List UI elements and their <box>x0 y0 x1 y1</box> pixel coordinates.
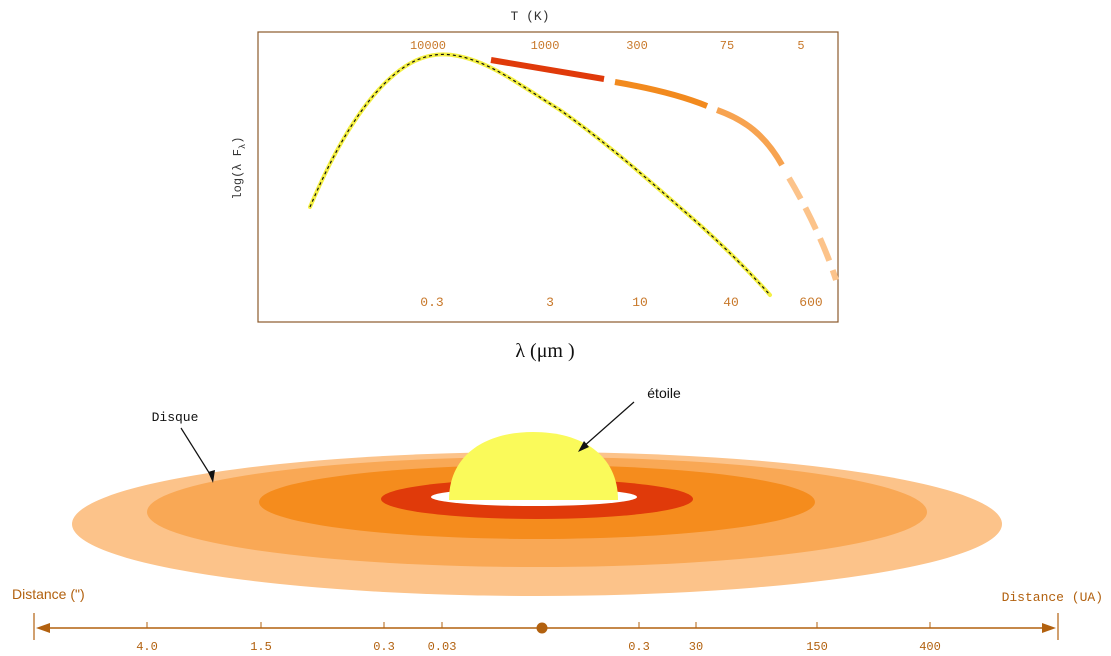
sed-segment-outer-disk <box>715 107 785 167</box>
tick-label-left-1.5: 1.5 <box>250 640 272 654</box>
bottom-tick-40: 40 <box>723 295 739 310</box>
sed-segment-far-disk <box>786 176 839 281</box>
plot-frame <box>257 31 839 323</box>
top-tick-5: 5 <box>797 39 804 53</box>
tick-label-right-150: 150 <box>806 640 828 654</box>
tick-label-right-400: 400 <box>919 640 941 654</box>
stellar-blackbody-curve-dash <box>309 53 771 296</box>
top-tick-10000: 10000 <box>410 39 446 53</box>
disk-diagram: Disque étoile <box>72 385 1002 596</box>
sed-plot: T (K) 10000 1000 300 75 5 0.3 3 10 40 60… <box>231 9 839 362</box>
distance-axis: Distance (") Distance (UA) 4.0 1.5 0.3 0… <box>12 586 1103 654</box>
distance-right-title: Distance (UA) <box>1002 590 1103 605</box>
tick-label-left-4.0: 4.0 <box>136 640 158 654</box>
y-axis-label: log(λ Fλ) <box>231 136 248 199</box>
axis-left-arrowhead <box>36 623 50 633</box>
distance-left-title: Distance (") <box>12 586 85 602</box>
bottom-tick-600: 600 <box>799 295 822 310</box>
svg-text:log(λ Fλ): log(λ Fλ) <box>231 136 248 199</box>
star-label: étoile <box>647 385 681 401</box>
tick-label-left-0.3: 0.3 <box>373 640 395 654</box>
top-tick-300: 300 <box>626 39 648 53</box>
star-pointer-arrowhead <box>578 441 589 452</box>
top-axis-title: T (K) <box>510 9 549 24</box>
disk-label: Disque <box>152 410 199 425</box>
axis-center-dot <box>536 622 548 634</box>
y-label-main: log(λ F <box>231 149 245 199</box>
tick-label-left-0.03: 0.03 <box>428 640 457 654</box>
x-axis-label: λ (μm ) <box>515 340 574 362</box>
y-label-close: ) <box>231 136 245 143</box>
sed-segment-mid-disk <box>614 79 709 109</box>
tick-label-right-30: 30 <box>689 640 703 654</box>
stellar-blackbody-curve <box>308 52 772 297</box>
disk-pointer-arrowhead <box>208 470 215 483</box>
top-tick-1000: 1000 <box>531 39 560 53</box>
sed-segment-inner-disk <box>490 57 605 82</box>
bottom-tick-0.3: 0.3 <box>420 295 443 310</box>
top-tick-75: 75 <box>720 39 734 53</box>
disk-pointer-line <box>180 427 214 480</box>
star <box>449 432 618 500</box>
bottom-tick-3: 3 <box>546 295 554 310</box>
bottom-tick-10: 10 <box>632 295 648 310</box>
tick-label-right-0.3: 0.3 <box>628 640 650 654</box>
y-label-sub: λ <box>238 144 248 149</box>
axis-right-arrowhead <box>1042 623 1056 633</box>
star-pointer-line <box>582 401 635 448</box>
